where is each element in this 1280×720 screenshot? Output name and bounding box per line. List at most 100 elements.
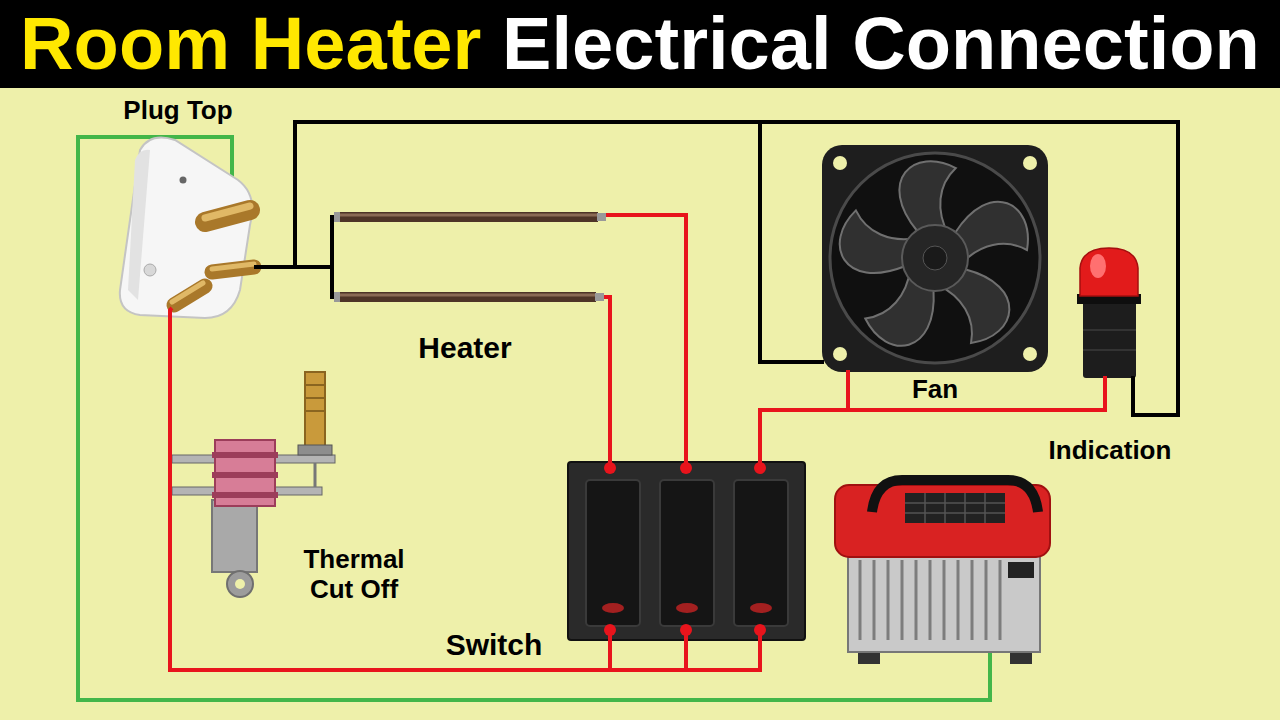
room-heater-picture — [835, 480, 1050, 664]
wire — [170, 322, 171, 372]
indication-lamp-picture — [1083, 329, 1136, 331]
fan-picture — [833, 156, 847, 170]
indication-lamp-picture — [1083, 300, 1136, 378]
wire — [620, 215, 686, 462]
room-heater-picture — [944, 493, 946, 523]
heater-element-picture — [334, 292, 340, 302]
thermal-cutoff-picture — [314, 463, 317, 487]
component: Switch — [568, 462, 805, 640]
fan-picture — [1023, 156, 1037, 170]
thermal-cutoff-picture — [298, 445, 332, 455]
wire — [760, 372, 848, 462]
fan-picture — [822, 145, 1048, 372]
switch-board-picture — [602, 603, 624, 613]
room-heater-picture — [905, 493, 1005, 523]
wire — [168, 322, 172, 372]
fan-picture — [827, 152, 1028, 358]
switch-board-picture — [734, 480, 788, 626]
wire — [760, 372, 848, 462]
heater-element-picture — [338, 294, 596, 297]
fan-picture — [1023, 347, 1037, 361]
component: Fan — [822, 145, 1048, 372]
plug-top-picture — [212, 264, 254, 269]
plug-top-picture — [120, 138, 262, 322]
wire — [620, 215, 686, 462]
indication-lamp-picture — [1090, 254, 1106, 278]
heater-element-picture — [338, 212, 598, 222]
room-heater-picture — [924, 493, 926, 523]
room-heater-picture — [873, 560, 876, 640]
thermal-cutoff-picture — [168, 372, 172, 600]
room-heater-picture — [929, 560, 932, 640]
fan-picture — [833, 347, 847, 361]
switch-board-picture — [604, 624, 616, 636]
room-heater-picture — [943, 560, 946, 640]
room-heater-picture — [835, 485, 1050, 557]
thermal-cutoff-picture — [212, 500, 257, 572]
plug-top-picture — [120, 138, 252, 318]
switch-board-picture — [608, 668, 762, 672]
title-bar: Room Heater Electrical Connection — [0, 0, 1280, 88]
room-heater-picture — [957, 560, 960, 640]
wire — [262, 122, 1178, 415]
component-label: Thermal Cut Off — [284, 545, 424, 605]
switch-board-picture — [586, 480, 640, 626]
heater-element-picture — [606, 213, 620, 217]
thermal-cutoff-picture — [227, 571, 253, 597]
switch-board-picture — [676, 603, 698, 613]
component: Indication — [1075, 248, 1140, 378]
switch-board-picture — [754, 624, 766, 636]
heater-element-picture — [338, 292, 596, 302]
fan-picture — [902, 225, 968, 291]
room-heater-picture — [887, 560, 890, 640]
component-label: Switch — [446, 628, 543, 661]
room-heater-picture — [999, 560, 1002, 640]
switch-board-picture — [680, 624, 692, 636]
thermal-cutoff-picture — [305, 410, 325, 412]
switch-board-picture — [568, 462, 805, 640]
heater-element-picture — [338, 214, 598, 217]
switch-board-picture — [750, 603, 772, 613]
component: Thermal Cut Off — [165, 372, 295, 600]
component-label: Heater — [418, 331, 511, 364]
room-heater-picture — [859, 560, 862, 640]
heater-element-picture — [330, 215, 334, 299]
room-heater-picture — [848, 545, 1040, 652]
plug-top-picture — [170, 308, 172, 322]
component-label: Indication — [1049, 436, 1172, 465]
room-heater-picture — [964, 493, 966, 523]
indication-lamp-picture — [1083, 349, 1136, 351]
room-heater-picture — [905, 493, 1005, 523]
room-heater-picture — [872, 480, 1038, 512]
wire — [608, 310, 612, 462]
wire — [262, 122, 822, 362]
thermal-cutoff-picture — [212, 492, 278, 498]
wire — [170, 600, 610, 670]
plug-top-picture — [205, 206, 250, 218]
wire — [262, 122, 822, 362]
component-label: Fan — [912, 375, 958, 404]
component: Heater — [325, 200, 620, 310]
title: Room Heater Electrical Connection — [20, 0, 1260, 88]
plug-top-picture — [128, 150, 150, 300]
room-heater-picture — [1008, 562, 1034, 578]
heater-element-picture — [325, 212, 620, 310]
heater-element-picture — [595, 293, 604, 301]
room-heater-picture — [985, 560, 988, 640]
room-heater-picture — [905, 502, 1005, 504]
plug-top-picture — [144, 264, 156, 276]
heater-element-picture — [597, 213, 606, 221]
room-heater-picture — [901, 560, 904, 640]
component: Plug Top — [118, 132, 262, 322]
room-heater-picture — [915, 560, 918, 640]
fan-picture — [923, 246, 947, 270]
plug-top-picture — [180, 177, 187, 184]
component-label: Plug Top — [123, 96, 232, 125]
thermal-cutoff-picture — [305, 397, 325, 399]
switch-board-picture — [568, 462, 805, 670]
switch-board-picture — [660, 480, 714, 626]
wire — [170, 600, 610, 670]
indication-lamp-picture — [1080, 248, 1138, 296]
indication-lamp-picture — [1077, 248, 1141, 378]
plug-top-picture — [172, 283, 203, 302]
